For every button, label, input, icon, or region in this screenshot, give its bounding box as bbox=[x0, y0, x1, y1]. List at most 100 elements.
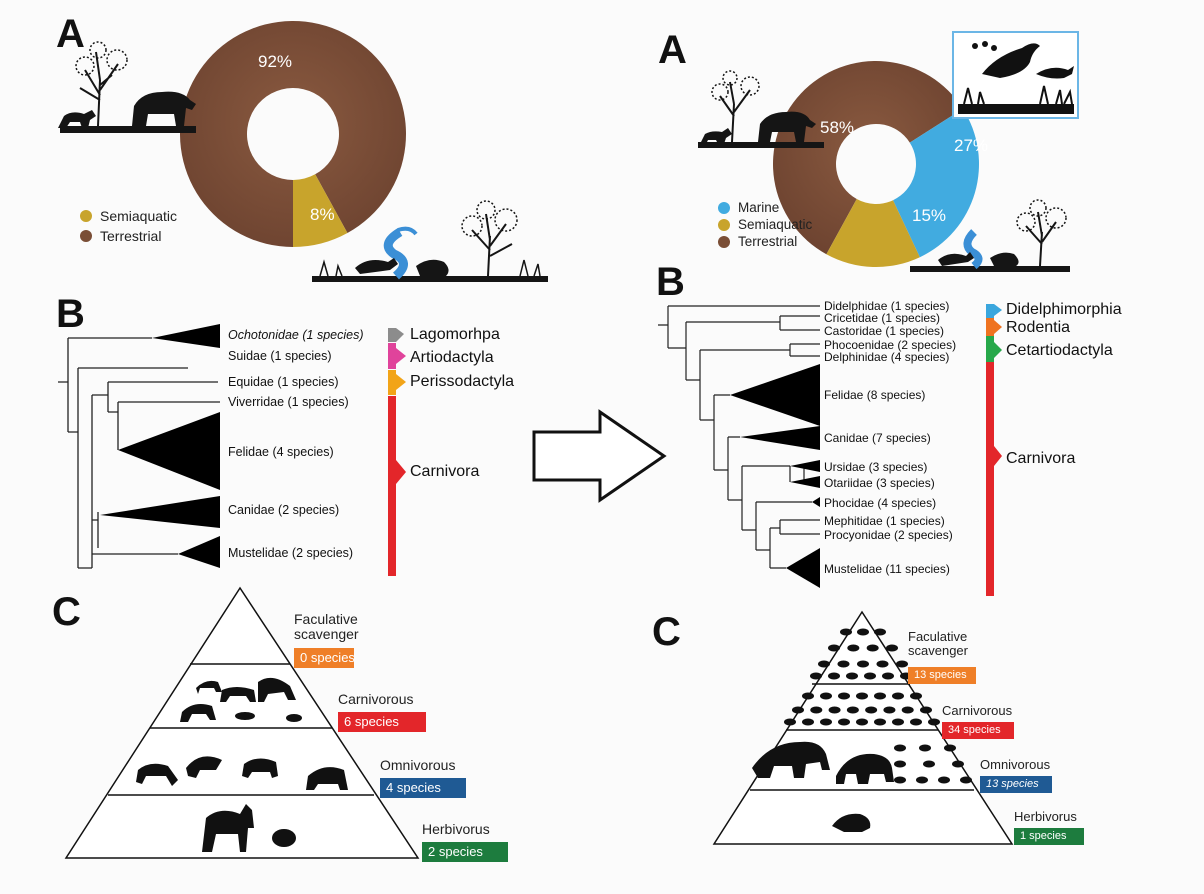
animal-silhouette-icon bbox=[838, 692, 850, 700]
animal-silhouette-icon bbox=[837, 660, 850, 668]
left-taxon-suidae: Suidae (1 species) bbox=[228, 349, 332, 363]
right-legend-marine: Marine bbox=[718, 200, 779, 215]
animal-silhouette-icon bbox=[840, 628, 852, 636]
tier-line: scavenger bbox=[294, 626, 359, 643]
animal-silhouette-icon bbox=[874, 692, 886, 700]
right-legend-terrestrial: Terrestrial bbox=[718, 234, 797, 249]
animal-silhouette-icon bbox=[876, 660, 889, 668]
left-pie-terrestrial-label: 92% bbox=[258, 52, 293, 71]
right-taxon-canidae: Canidae (7 species) bbox=[824, 431, 931, 445]
left-order-carnivora: Carnivora bbox=[410, 463, 480, 480]
left-legend-terrestrial: Terrestrial bbox=[80, 228, 161, 244]
tier-line: Faculative bbox=[908, 629, 968, 644]
animal-silhouette-icon bbox=[960, 776, 972, 784]
left-donut-chart bbox=[180, 20, 407, 247]
animal-silhouette-icon bbox=[784, 718, 796, 726]
animal-silhouette-icon bbox=[792, 706, 804, 714]
right-pie-terrestrial-label: 58% bbox=[820, 118, 855, 137]
animal-silhouette-icon bbox=[894, 760, 906, 768]
right-herbivorous-badge: 1 species bbox=[1014, 828, 1084, 845]
left-panel-b-label: B bbox=[56, 292, 85, 336]
animal-silhouette-icon bbox=[828, 706, 841, 714]
right-panel-c-label: C bbox=[652, 610, 681, 654]
right-order-carnivora: Carnivora bbox=[1006, 450, 1076, 467]
left-legend-semiaquatic: Semiaquatic bbox=[80, 208, 177, 224]
semiaquatic-swatch-icon bbox=[80, 210, 92, 222]
right-taxon-cricetidae: Cricetidae (1 species) bbox=[824, 311, 941, 325]
animal-silhouette-icon bbox=[856, 718, 868, 726]
animal-silhouette-icon bbox=[864, 672, 876, 680]
animal-silhouette-icon bbox=[810, 672, 822, 680]
animal-silhouette-icon bbox=[857, 628, 869, 636]
left-order-perissodactyla: Perissodactyla bbox=[410, 373, 515, 390]
left-scavenger-badge: 0 species bbox=[294, 648, 355, 668]
right-semiaquatic-scene-icon bbox=[910, 199, 1070, 272]
right-taxon-mephitidae: Mephitidae (1 species) bbox=[824, 514, 945, 528]
right-pyramid-large-animals-icon bbox=[752, 741, 894, 832]
left-order-artiodactyla: Artiodactyla bbox=[410, 349, 494, 366]
animal-silhouette-icon bbox=[838, 718, 850, 726]
animal-silhouette-icon bbox=[846, 706, 859, 714]
legend-label: Marine bbox=[738, 200, 780, 215]
right-phylogenetic-tree bbox=[658, 305, 820, 588]
right-panel-b-label: B bbox=[656, 260, 685, 304]
animal-silhouette-icon bbox=[920, 706, 932, 714]
animal-silhouette-icon bbox=[894, 744, 906, 752]
animal-silhouette-icon bbox=[923, 760, 935, 768]
right-taxon-ursidae: Ursidae (3 species) bbox=[824, 460, 928, 474]
animal-silhouette-icon bbox=[916, 776, 928, 784]
animal-silhouette-icon bbox=[874, 628, 886, 636]
animal-silhouette-icon bbox=[894, 776, 906, 784]
semiaquatic-scene-icon bbox=[312, 200, 548, 282]
right-tier-herbivorous: Herbivorus bbox=[1014, 809, 1077, 824]
animal-silhouette-icon bbox=[892, 692, 904, 700]
left-tier-omnivorous: Omnivorous bbox=[380, 757, 456, 773]
animal-silhouette-icon bbox=[828, 672, 840, 680]
left-taxon-canidae: Canidae (2 species) bbox=[228, 503, 340, 517]
right-taxon-didelphidae: Didelphidae (1 species) bbox=[824, 299, 950, 313]
tier-line: scavenger bbox=[908, 643, 968, 659]
right-taxon-phocoenidae: Phocoenidae (2 species) bbox=[824, 338, 957, 352]
left-panel-a-label: A bbox=[56, 12, 85, 56]
legend-label: Semiaquatic bbox=[738, 217, 813, 232]
right-order-rodentia: Rodentia bbox=[1006, 319, 1071, 336]
left-order-bars bbox=[388, 328, 406, 576]
left-panel-c-label: C bbox=[52, 590, 81, 634]
marine-swatch-icon bbox=[718, 201, 730, 214]
semiaquatic-swatch-icon bbox=[718, 218, 730, 231]
left-taxon-equidae: Equidae (1 species) bbox=[228, 375, 339, 389]
right-pie-slice-semiaquatic bbox=[826, 199, 920, 268]
animal-silhouette-icon bbox=[882, 672, 894, 680]
animal-silhouette-icon bbox=[818, 660, 830, 668]
animal-silhouette-icon bbox=[896, 660, 908, 668]
right-pie-semiaquatic-label: 15% bbox=[912, 206, 947, 225]
animal-silhouette-icon bbox=[910, 718, 922, 726]
right-taxon-felidae: Felidae (8 species) bbox=[824, 388, 926, 402]
transition-arrow-icon bbox=[532, 409, 667, 503]
animal-silhouette-icon bbox=[919, 744, 931, 752]
animal-silhouette-icon bbox=[886, 644, 898, 652]
left-pie-slice-semiaquatic bbox=[293, 174, 348, 247]
right-tier-scavenger: Faculative scavenger bbox=[908, 629, 968, 659]
right-pyramid-animals-icon bbox=[784, 628, 972, 784]
marine-scene-icon bbox=[952, 31, 1079, 119]
animal-silhouette-icon bbox=[874, 718, 886, 726]
animal-silhouette-icon bbox=[810, 706, 823, 714]
animal-silhouette-icon bbox=[944, 744, 956, 752]
left-pie-slice-terrestrial bbox=[180, 20, 407, 247]
animal-silhouette-icon bbox=[828, 644, 840, 652]
left-tier-carnivorous: Carnivorous bbox=[338, 691, 414, 707]
right-order-didelphimorphia: Didelphimorphia bbox=[1006, 301, 1122, 318]
animal-silhouette-icon bbox=[883, 706, 896, 714]
animal-silhouette-icon bbox=[846, 672, 858, 680]
right-taxon-otariidae: Otariidae (3 species) bbox=[824, 476, 935, 490]
left-pyramid-animals-icon bbox=[136, 677, 348, 852]
left-phylogenetic-tree bbox=[58, 324, 220, 569]
animal-silhouette-icon bbox=[866, 644, 879, 652]
right-carnivorous-badge: 34 species bbox=[942, 722, 1014, 739]
right-taxon-procyonidae: Procyonidae (2 species) bbox=[824, 528, 953, 542]
right-taxon-phocidae: Phocidae (4 species) bbox=[824, 496, 937, 510]
right-omnivorous-badge: 13 species bbox=[980, 776, 1052, 793]
right-taxon-delphinidae: Delphinidae (4 species) bbox=[824, 350, 950, 364]
